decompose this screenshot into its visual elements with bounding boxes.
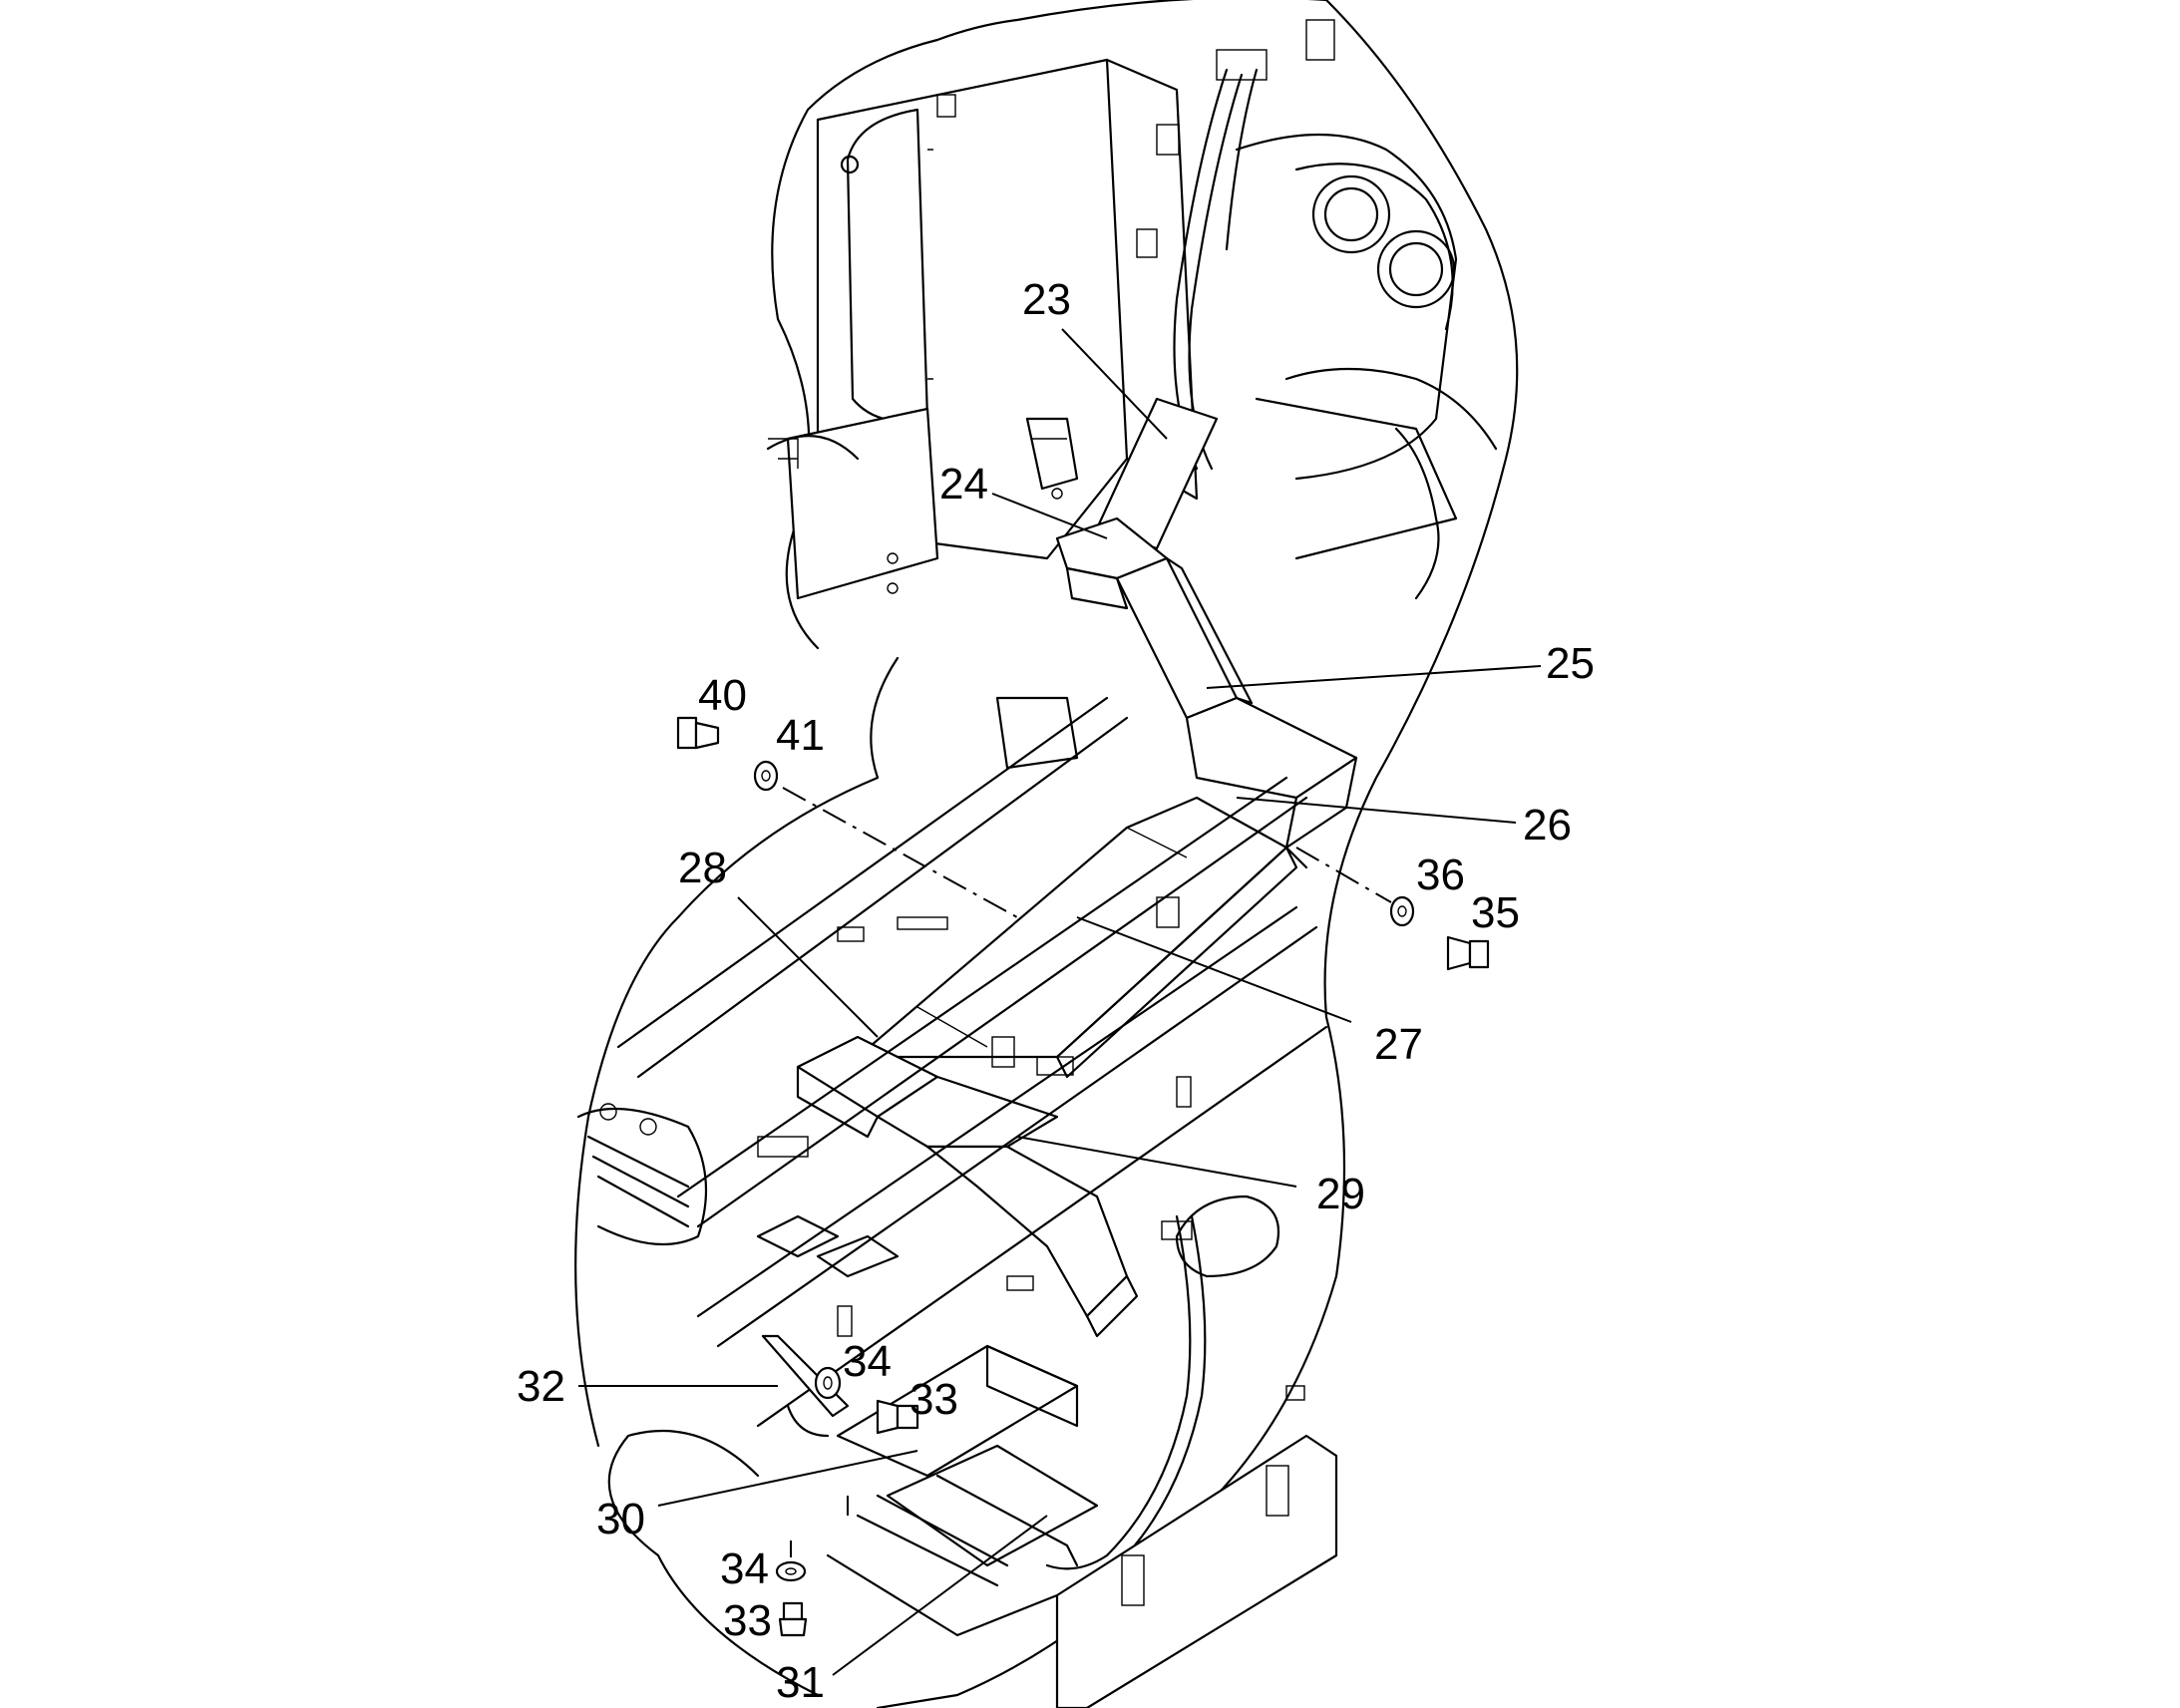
callout-34-lower: 34 bbox=[720, 1544, 769, 1593]
cutaway-outline bbox=[574, 0, 1519, 1708]
washer-34-upper bbox=[814, 1366, 842, 1400]
wire-harness-lower bbox=[1045, 1214, 1207, 1570]
callout-30: 30 bbox=[596, 1495, 645, 1543]
centerlines bbox=[782, 787, 1392, 1557]
callout-34-upper: 34 bbox=[843, 1337, 892, 1386]
callout-36: 36 bbox=[1416, 851, 1465, 899]
bolt-40 bbox=[676, 716, 720, 750]
callout-29: 29 bbox=[1316, 1170, 1365, 1218]
tray-30 bbox=[836, 1344, 1079, 1478]
bolt-33-upper bbox=[876, 1399, 919, 1435]
duct-27 bbox=[856, 796, 1298, 1079]
callout-40: 40 bbox=[698, 671, 747, 720]
lower-left-machinery bbox=[576, 1103, 900, 1278]
washer-34-lower bbox=[775, 1560, 807, 1582]
leader-lines bbox=[578, 328, 1542, 1676]
callout-24: 24 bbox=[939, 460, 988, 509]
channel-31 bbox=[856, 1444, 1099, 1587]
callout-28: 28 bbox=[678, 844, 727, 892]
callout-35: 35 bbox=[1471, 888, 1520, 937]
callout-31: 31 bbox=[776, 1658, 825, 1707]
callout-labels: 23 24 25 26 27 28 29 30 31 32 33 34 33 3… bbox=[517, 275, 1595, 1707]
lower-right-box bbox=[826, 1434, 1338, 1708]
callout-27: 27 bbox=[1374, 1020, 1423, 1069]
callout-41: 41 bbox=[776, 711, 825, 760]
frame-members bbox=[616, 696, 1328, 1428]
bolt-33-lower bbox=[778, 1601, 808, 1637]
electrical-box bbox=[1025, 417, 1079, 500]
round-cover bbox=[1175, 1195, 1305, 1401]
junction-box-left bbox=[766, 407, 939, 600]
callout-33-upper: 33 bbox=[909, 1375, 958, 1424]
callout-25: 25 bbox=[1546, 639, 1595, 688]
callout-32: 32 bbox=[517, 1362, 565, 1411]
duct-29 bbox=[876, 1075, 1139, 1338]
boom-bracket bbox=[1235, 133, 1498, 600]
duct-26 bbox=[1175, 696, 1358, 869]
callout-26: 26 bbox=[1523, 801, 1572, 850]
washer-36 bbox=[1389, 895, 1415, 927]
callout-33-lower: 33 bbox=[723, 1596, 772, 1645]
washer-41 bbox=[753, 760, 779, 792]
bolt-35 bbox=[1446, 935, 1490, 971]
duct-28 bbox=[796, 1035, 939, 1139]
callout-23: 23 bbox=[1022, 275, 1071, 324]
duct-25 bbox=[1115, 556, 1254, 720]
